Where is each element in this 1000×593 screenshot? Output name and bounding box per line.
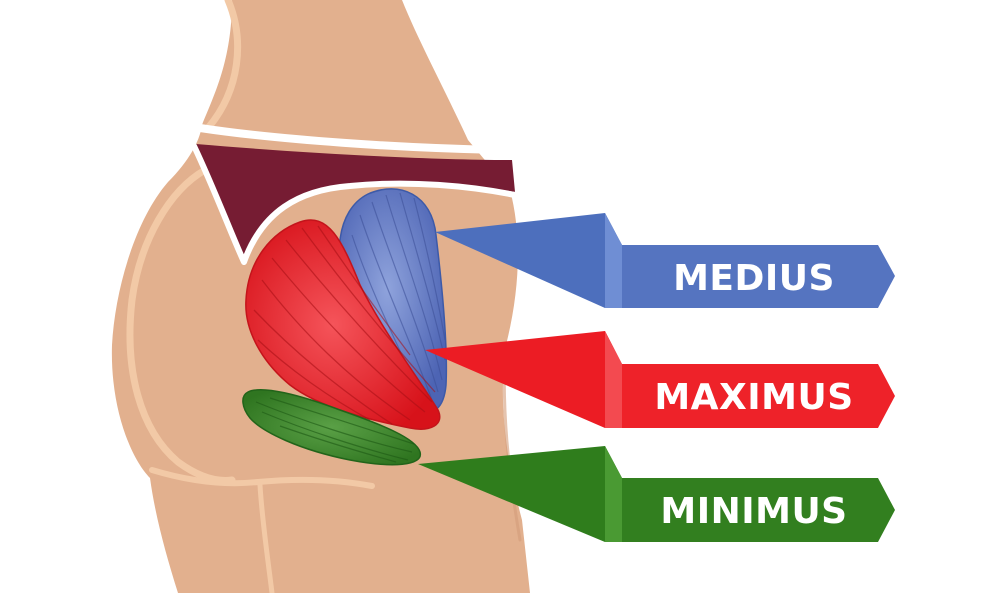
maximus-label: MAXIMUS (654, 377, 853, 418)
maximus-pointer-shade (605, 331, 622, 428)
medius-pointer-shade (605, 213, 622, 308)
medius-label: MEDIUS (673, 258, 835, 299)
minimus-label: MINIMUS (660, 491, 847, 532)
minimus-pointer-shade (605, 446, 622, 542)
